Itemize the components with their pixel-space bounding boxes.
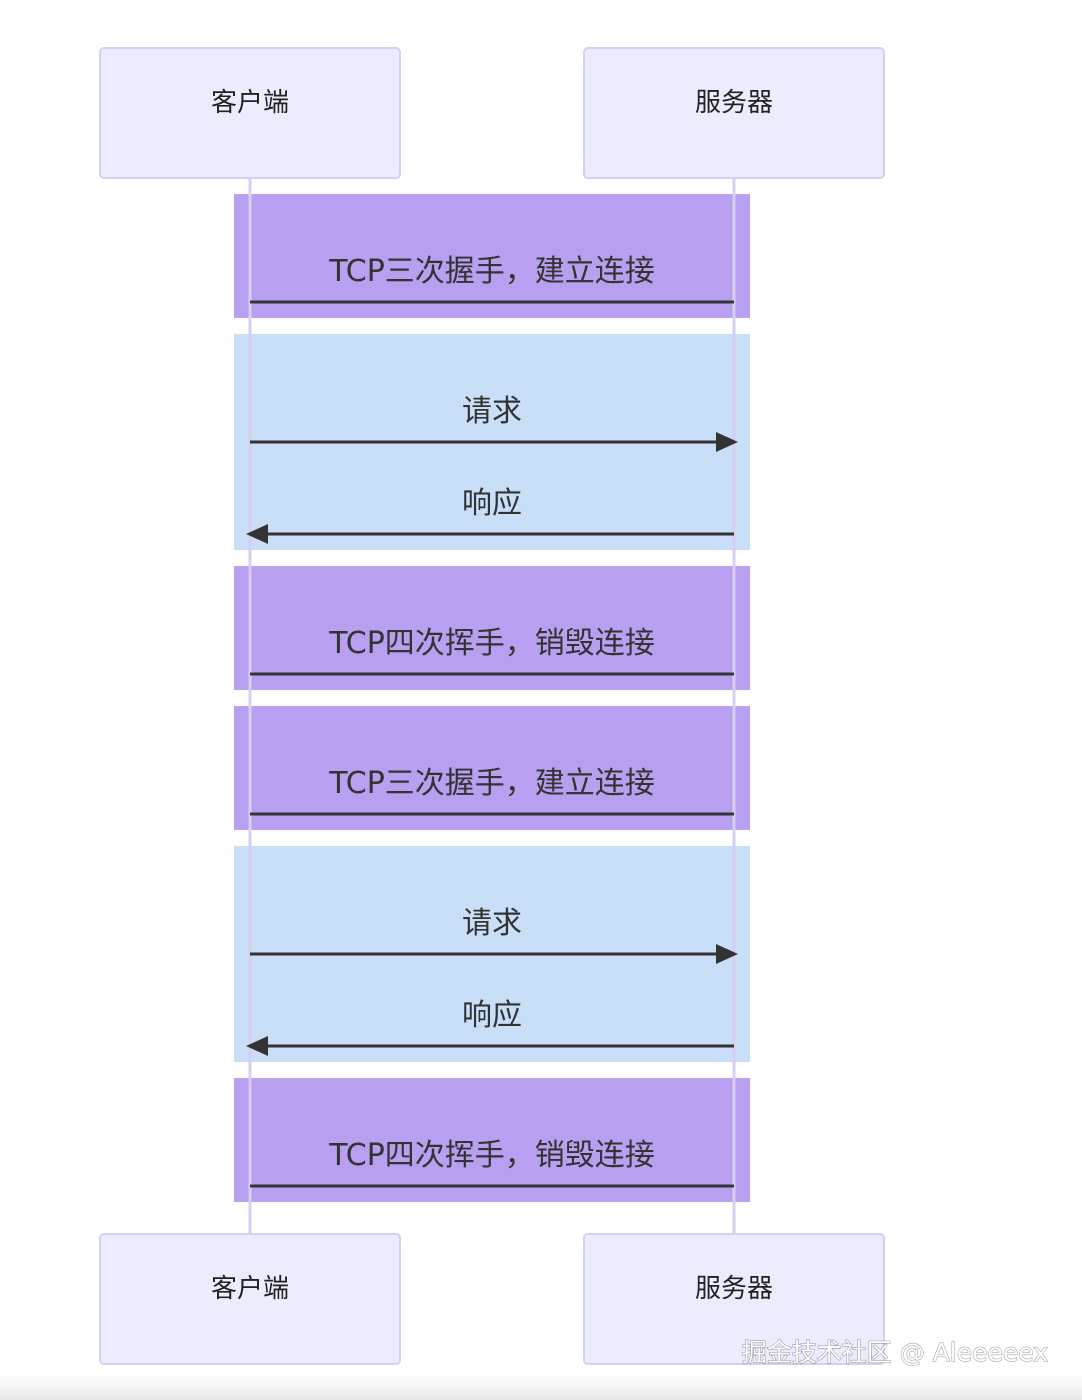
participant-client-top: 客户端 (99, 47, 401, 179)
blocks-layer (234, 194, 750, 1202)
message-label: TCP四次挥手，销毁连接 (328, 1138, 655, 1173)
message-label: 响应 (462, 998, 522, 1033)
teardown-block-1 (234, 566, 750, 690)
message-handshake-2: TCP三次握手，建立连接 (250, 766, 734, 816)
handshake-block-2 (234, 706, 750, 830)
message-label: 请求 (462, 394, 522, 429)
watermark-text: 掘金技术社区 @ Aleeeeex (742, 1338, 1048, 1367)
participant-server-top: 服务器 (583, 47, 885, 179)
message-handshake-1: TCP三次握手，建立连接 (250, 254, 734, 304)
message-request-1: 请求 (250, 394, 738, 452)
arrow-left-icon (246, 524, 268, 544)
arrow-left-icon (246, 1036, 268, 1056)
message-request-2: 请求 (250, 906, 738, 964)
message-label: TCP三次握手，建立连接 (328, 766, 655, 801)
message-label: TCP四次挥手，销毁连接 (328, 626, 655, 661)
participant-server-bottom: 服务器 (583, 1233, 885, 1365)
arrow-right-icon (716, 432, 738, 452)
handshake-block-1 (234, 194, 750, 318)
teardown-block-2 (234, 1078, 750, 1202)
message-response-2: 响应 (246, 998, 734, 1056)
participant-client-bottom: 客户端 (99, 1233, 401, 1365)
participant-server-bottom-label: 服务器 (695, 1274, 773, 1304)
message-response-1: 响应 (246, 486, 734, 544)
bottom-shade (0, 1366, 1082, 1400)
message-label: TCP三次握手，建立连接 (328, 254, 655, 289)
message-label: 响应 (462, 486, 522, 521)
message-teardown-1: TCP四次挥手，销毁连接 (250, 626, 734, 676)
participant-client-bottom-label: 客户端 (211, 1274, 289, 1304)
message-label: 请求 (462, 906, 522, 941)
message-teardown-2: TCP四次挥手，销毁连接 (250, 1138, 734, 1188)
participant-server-top-label: 服务器 (695, 88, 773, 118)
participant-client-top-label: 客户端 (211, 88, 289, 118)
arrow-right-icon (716, 944, 738, 964)
